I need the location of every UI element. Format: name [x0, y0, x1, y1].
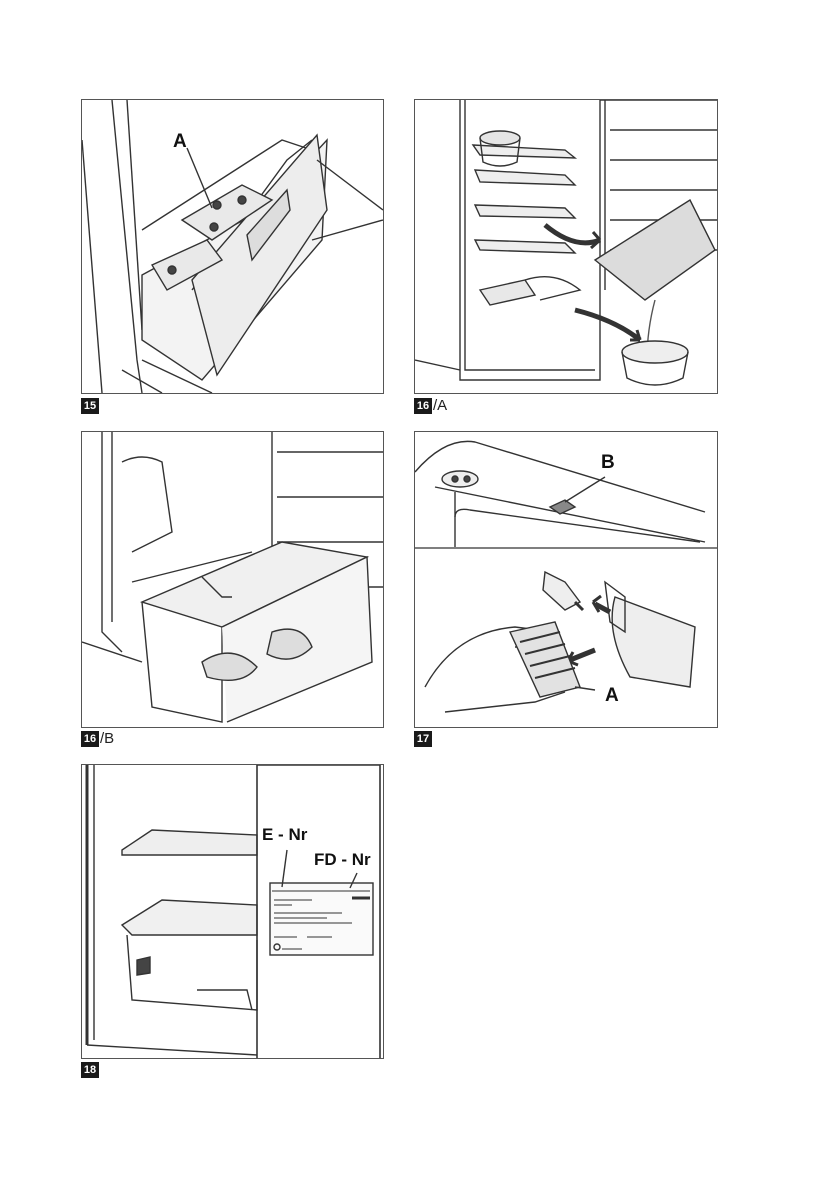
figure-16b-illustration [81, 431, 384, 728]
figure-number-badge: 17 [414, 731, 432, 747]
figure-sub-label: /B [100, 731, 114, 747]
figure-18-illustration: E - Nr FD - Nr [81, 764, 384, 1059]
figure-number-badge: 16 [414, 398, 432, 414]
callout-label-a: A [605, 685, 619, 707]
figure-number-badge: 18 [81, 1062, 99, 1078]
defrosting-fridge-drawing [415, 100, 717, 393]
fd-nr-label: FD - Nr [314, 850, 371, 870]
figure-sub-label: /A [433, 398, 447, 414]
freezer-drawer-ice-packs-drawing [82, 100, 383, 393]
callout-label-b: B [601, 452, 615, 474]
callout-label-a: A [173, 131, 187, 153]
figure-number-badge: 15 [81, 398, 99, 414]
figure-15-illustration: A [81, 99, 384, 394]
figure-16a-illustration [414, 99, 718, 394]
figure-number-badge: 16 [81, 731, 99, 747]
drawer-water-collection-drawing [82, 432, 383, 727]
e-nr-label: E - Nr [262, 825, 307, 845]
light-cover-replacement-drawing [415, 432, 717, 727]
figure-17-illustration: B A [414, 431, 718, 728]
rating-plate-location-drawing [82, 765, 383, 1058]
